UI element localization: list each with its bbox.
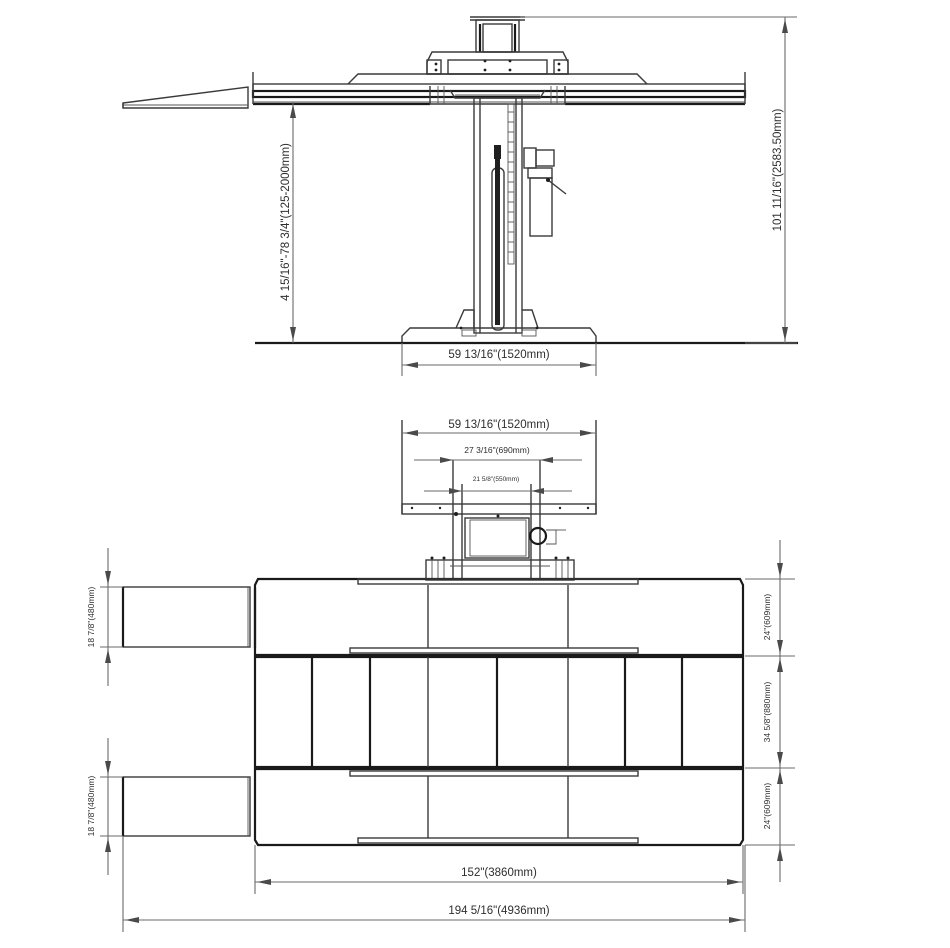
carriage-head bbox=[426, 51, 569, 75]
platform-beam bbox=[251, 72, 747, 106]
plan-view: 59 13/16"(1520mm) 27 3/16"(690mm) 21 5/8… bbox=[86, 419, 795, 932]
left-ramp-bottom-plan bbox=[121, 776, 251, 837]
dim-base-width-label: 59 13/16"(1520mm) bbox=[448, 349, 549, 361]
side-elevation-view: 4 15/16"-78 3/4"(125-2000mm) 101 11/16"(… bbox=[122, 16, 798, 376]
column-rack-teeth bbox=[508, 111, 514, 253]
left-ramp-top-plan bbox=[121, 586, 251, 648]
column-base bbox=[255, 309, 798, 345]
dim-ramp-width-bottom: 18 7/8"(480mm) bbox=[86, 738, 123, 875]
dim-ramp-width-top-label: 18 7/8"(480mm) bbox=[86, 587, 96, 648]
dim-runway-width-top-label: 24"(609mm) bbox=[762, 594, 772, 641]
dim-base-width: 59 13/16"(1520mm) bbox=[401, 343, 597, 376]
dim-inner-span-2: 21 5/8"(550mm) bbox=[424, 476, 572, 494]
column-top-cap bbox=[470, 16, 525, 53]
carriage-bolts bbox=[430, 556, 570, 580]
dim-runway-width-bottom-label: 24"(609mm) bbox=[762, 783, 772, 830]
center-slats bbox=[253, 655, 745, 769]
dim-inner-span-1: 27 3/16"(690mm) bbox=[414, 445, 582, 463]
dim-inner-span-1-label: 27 3/16"(690mm) bbox=[464, 445, 530, 455]
dim-lift-height: 4 15/16"-78 3/4"(125-2000mm) bbox=[280, 102, 296, 343]
dim-column-width-label: 59 13/16"(1520mm) bbox=[448, 419, 549, 431]
dim-platform-length-label: 152"(3860mm) bbox=[461, 867, 537, 879]
left-ramp bbox=[122, 86, 249, 109]
top-runway bbox=[253, 577, 745, 657]
dim-overall-height: 101 11/16"(2583.50mm) bbox=[520, 16, 797, 344]
power-unit bbox=[523, 147, 567, 237]
dim-center-gap-label: 34 5/8"(880mm) bbox=[762, 682, 772, 743]
dim-inner-span-2-label: 21 5/8"(550mm) bbox=[473, 476, 519, 483]
dim-ramp-width-bottom-label: 18 7/8"(480mm) bbox=[86, 776, 96, 837]
dim-overall-length-label: 194 5/16"(4936mm) bbox=[448, 905, 549, 917]
main-column bbox=[473, 97, 523, 334]
bottom-runway bbox=[253, 767, 745, 847]
dim-right-stack: 24"(609mm) 34 5/8"(880mm) 24"(609mm) bbox=[745, 540, 795, 882]
dim-ramp-width-top: 18 7/8"(480mm) bbox=[86, 548, 123, 686]
dim-column-width: 59 13/16"(1520mm) bbox=[402, 419, 596, 436]
column-plan bbox=[401, 420, 597, 581]
dim-lift-height-label: 4 15/16"-78 3/4"(125-2000mm) bbox=[280, 143, 292, 301]
dim-platform-length: 152"(3860mm) bbox=[254, 845, 744, 894]
dim-overall-length: 194 5/16"(4936mm) bbox=[122, 836, 746, 932]
dim-overall-height-label: 101 11/16"(2583.50mm) bbox=[772, 108, 784, 231]
